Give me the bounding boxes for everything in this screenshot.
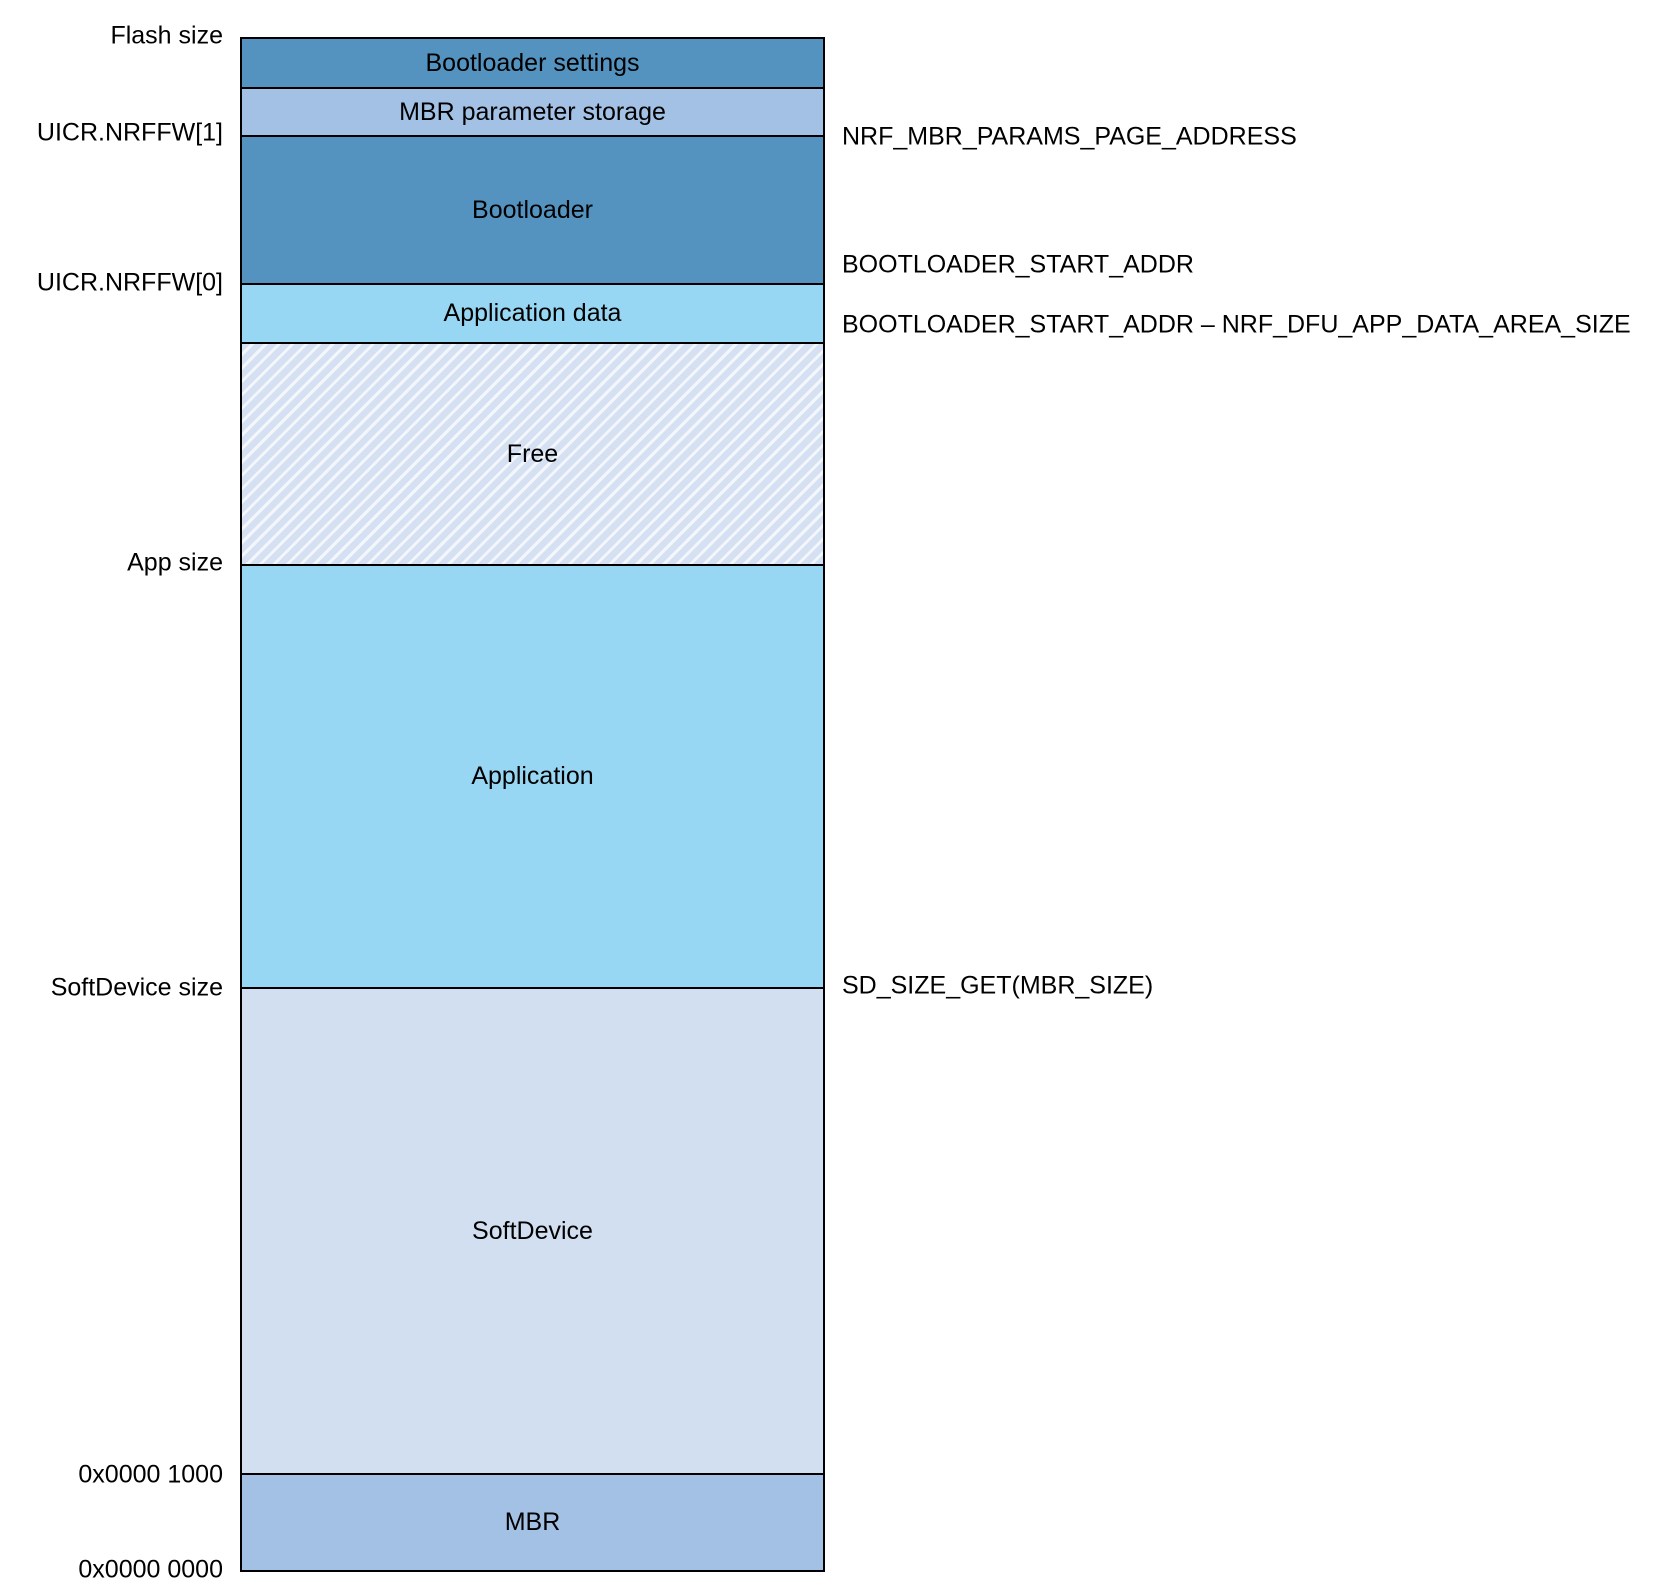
- memory-stack: Bootloader settings MBR parameter storag…: [240, 37, 825, 1572]
- label-addr-0x0000-0000: 0x0000 0000: [78, 1555, 223, 1584]
- label-bootloader-start-addr: BOOTLOADER_START_ADDR: [842, 250, 1194, 279]
- region-label: Application data: [443, 299, 622, 327]
- region-label: Application: [471, 762, 594, 790]
- region-label: Free: [506, 439, 559, 468]
- region-application-data: Application data: [242, 283, 823, 342]
- label-flash-size: Flash size: [110, 21, 223, 50]
- label-uicr-nrffw-1: UICR.NRFFW[1]: [36, 118, 223, 147]
- label-addr-0x0000-1000: 0x0000 1000: [78, 1460, 223, 1489]
- label-softdevice-size: SoftDevice size: [50, 973, 223, 1002]
- region-application: Application: [242, 564, 823, 987]
- region-label: MBR parameter storage: [399, 97, 666, 126]
- label-bootloader-start-addr-minus-size: BOOTLOADER_START_ADDR – NRF_DFU_APP_DATA…: [842, 310, 1631, 339]
- label-sd-size-get: SD_SIZE_GET(MBR_SIZE): [842, 971, 1154, 1000]
- region-bootloader: Bootloader: [242, 135, 823, 283]
- region-softdevice: SoftDevice: [242, 987, 823, 1473]
- label-app-size: App size: [127, 548, 223, 577]
- region-label: MBR: [504, 1508, 561, 1536]
- region-label: Bootloader settings: [425, 48, 640, 77]
- region-mbr-parameter-storage: MBR parameter storage: [242, 87, 823, 135]
- label-uicr-nrffw-0: UICR.NRFFW[0]: [36, 268, 223, 297]
- region-bootloader-settings: Bootloader settings: [242, 39, 823, 87]
- region-label: Bootloader: [472, 195, 593, 224]
- region-free: Free: [242, 342, 823, 564]
- region-mbr: MBR: [242, 1473, 823, 1570]
- region-label: SoftDevice: [472, 1216, 593, 1245]
- label-nrf-mbr-params-page-address: NRF_MBR_PARAMS_PAGE_ADDRESS: [842, 122, 1297, 151]
